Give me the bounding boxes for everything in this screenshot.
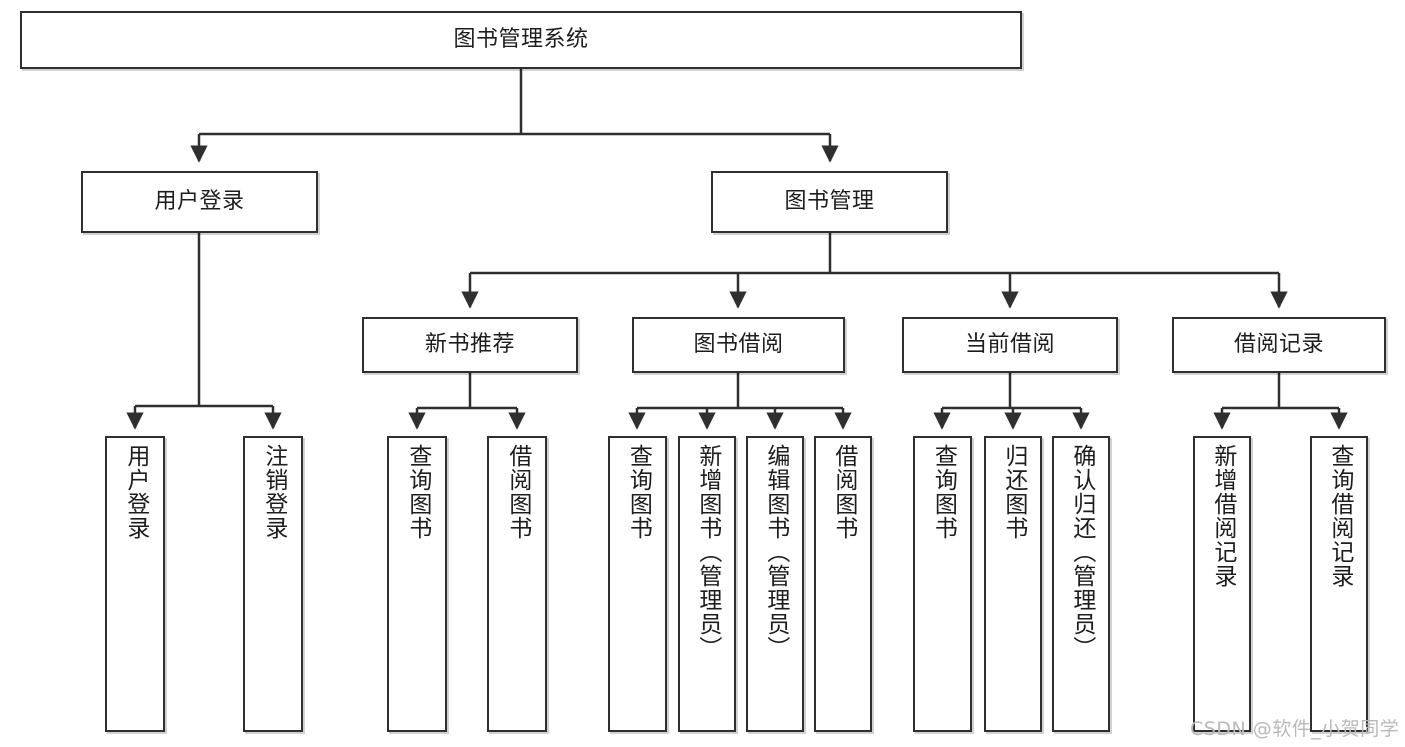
node-leaf-borrow-book[interactable]: 借阅图书 — [814, 436, 872, 732]
node-label: 新增借阅记录 — [1209, 444, 1236, 588]
node-label: 归还图书 — [1000, 444, 1027, 540]
node-book-borrow[interactable]: 图书借阅 — [632, 317, 845, 373]
csdn-watermark: CSDN @软件_小贺同学 — [1190, 718, 1400, 740]
node-book-manage[interactable]: 图书管理 — [711, 171, 948, 233]
node-root-system[interactable]: 图书管理系统 — [20, 11, 1022, 69]
node-leaf-return-book[interactable]: 归还图书 — [984, 436, 1042, 732]
node-label: 当前借阅 — [964, 332, 1055, 357]
node-leaf-query-book-borrow[interactable]: 查询图书 — [608, 436, 667, 732]
node-leaf-logout-login[interactable]: 注销登录 — [243, 436, 303, 732]
node-label: 图书管理 — [784, 189, 875, 214]
node-label: 图书管理系统 — [453, 27, 589, 52]
node-leaf-user-login[interactable]: 用户登录 — [105, 436, 165, 732]
node-label: 借阅记录 — [1233, 332, 1324, 357]
node-label: 用户登录 — [122, 444, 149, 540]
node-label: 查询图书 — [404, 444, 431, 540]
node-new-book-recommend[interactable]: 新书推荐 — [362, 317, 578, 373]
node-leaf-query-book-recommend[interactable]: 查询图书 — [387, 436, 447, 732]
node-label: 新书推荐 — [424, 332, 515, 357]
node-label: 确认归还（管理员） — [1068, 444, 1095, 660]
node-label: 借阅图书 — [830, 444, 857, 540]
node-leaf-edit-book-admin[interactable]: 编辑图书（管理员） — [746, 436, 804, 732]
node-leaf-query-book-current[interactable]: 查询图书 — [913, 436, 972, 732]
node-label: 用户登录 — [154, 189, 245, 214]
node-current-borrow[interactable]: 当前借阅 — [902, 317, 1118, 373]
node-label: 查询图书 — [930, 444, 957, 540]
node-label: 编辑图书（管理员） — [762, 444, 789, 660]
node-label: 借阅图书 — [504, 444, 531, 540]
node-label: 新增图书（管理员） — [694, 444, 721, 660]
node-label: 查询借阅记录 — [1326, 444, 1353, 588]
node-label: 图书借阅 — [693, 332, 784, 357]
node-borrow-record[interactable]: 借阅记录 — [1172, 317, 1386, 373]
node-leaf-add-borrow-record[interactable]: 新增借阅记录 — [1193, 436, 1251, 732]
node-label: 注销登录 — [260, 444, 287, 540]
node-user-login[interactable]: 用户登录 — [81, 171, 318, 233]
node-leaf-borrow-book-recommend[interactable]: 借阅图书 — [487, 436, 547, 732]
node-leaf-add-book-admin[interactable]: 新增图书（管理员） — [678, 436, 736, 732]
node-leaf-confirm-return-admin[interactable]: 确认归还（管理员） — [1052, 436, 1110, 732]
node-leaf-query-borrow-record[interactable]: 查询借阅记录 — [1310, 436, 1368, 732]
node-label: 查询图书 — [625, 444, 652, 540]
